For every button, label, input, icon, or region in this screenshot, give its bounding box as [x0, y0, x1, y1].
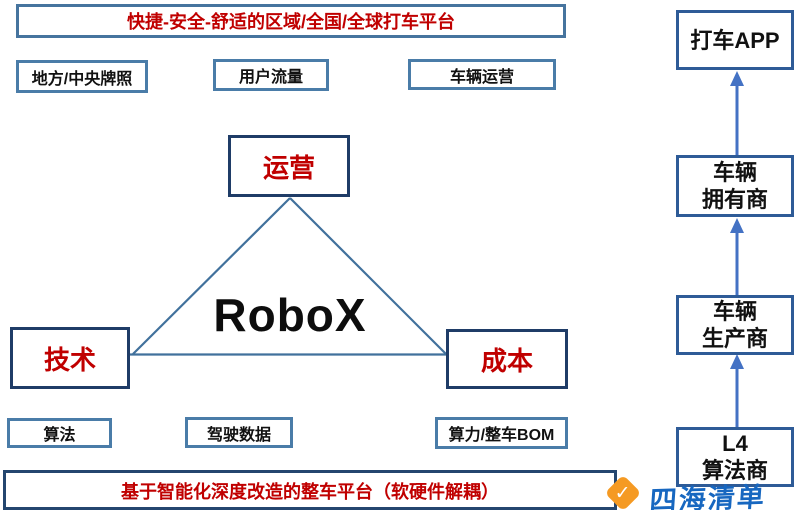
chain-label: 算法商 [701, 458, 768, 483]
chain-label: L4 [722, 431, 748, 456]
box-label: 算法 [43, 427, 76, 444]
box-label: 用户流量 [238, 69, 303, 86]
bottom-banner: 基于智能化深度改造的整车平台（软硬件解耦） [3, 470, 617, 510]
box-operations: 运营 [228, 135, 350, 197]
box-vehicle-manufacturer: 车辆 生产商 [676, 295, 794, 355]
box-local-central-license: 地方/中央牌照 [16, 60, 148, 93]
robox-label: RoboX [213, 289, 367, 341]
box-label: 地方/中央牌照 [31, 70, 133, 88]
chain-label: 车辆 [712, 160, 757, 185]
chain-label: 拥有商 [701, 187, 768, 212]
box-ride-hailing-app: 打车APP [676, 10, 794, 70]
box-label: 驾驶数据 [206, 426, 271, 444]
box-algorithm: 算法 [7, 418, 112, 448]
chain-label: 车辆 [712, 299, 757, 324]
triangle-edge-right [289, 197, 447, 355]
flow-arrow-head [730, 71, 744, 86]
watermark-check-icon: ✓ [615, 482, 631, 504]
chain-label: 生产商 [701, 326, 768, 351]
flow-arrow-head [730, 354, 744, 369]
vertex-label: 成本 [480, 345, 533, 376]
top-banner: 快捷-安全-舒适的区域/全国/全球打车平台 [16, 4, 566, 38]
vertex-label: 技术 [43, 344, 96, 375]
vertex-label: 运营 [262, 152, 315, 183]
watermark-text: 四海清单 [648, 481, 768, 510]
box-user-traffic: 用户流量 [213, 59, 329, 91]
box-l4-algorithm-provider: L4 算法商 [676, 427, 794, 487]
box-cost: 成本 [446, 329, 568, 389]
box-label: 算力/整车BOM [448, 427, 555, 444]
box-vehicle-owner: 车辆 拥有商 [676, 155, 794, 217]
box-vehicle-operation: 车辆运营 [408, 59, 556, 90]
chain-label: 打车APP [690, 27, 780, 53]
box-driving-data: 驾驶数据 [185, 417, 293, 448]
flow-arrow-head [730, 218, 744, 233]
box-label: 车辆运营 [449, 68, 514, 86]
box-compute-vehicle-bom: 算力/整车BOM [435, 417, 568, 449]
box-technology: 技术 [10, 327, 130, 389]
top-banner-title: 快捷-安全-舒适的区域/全国/全球打车平台 [127, 12, 455, 32]
triangle-edge-left [132, 197, 291, 355]
bottom-banner-title: 基于智能化深度改造的整车平台（软硬件解耦） [121, 482, 499, 502]
